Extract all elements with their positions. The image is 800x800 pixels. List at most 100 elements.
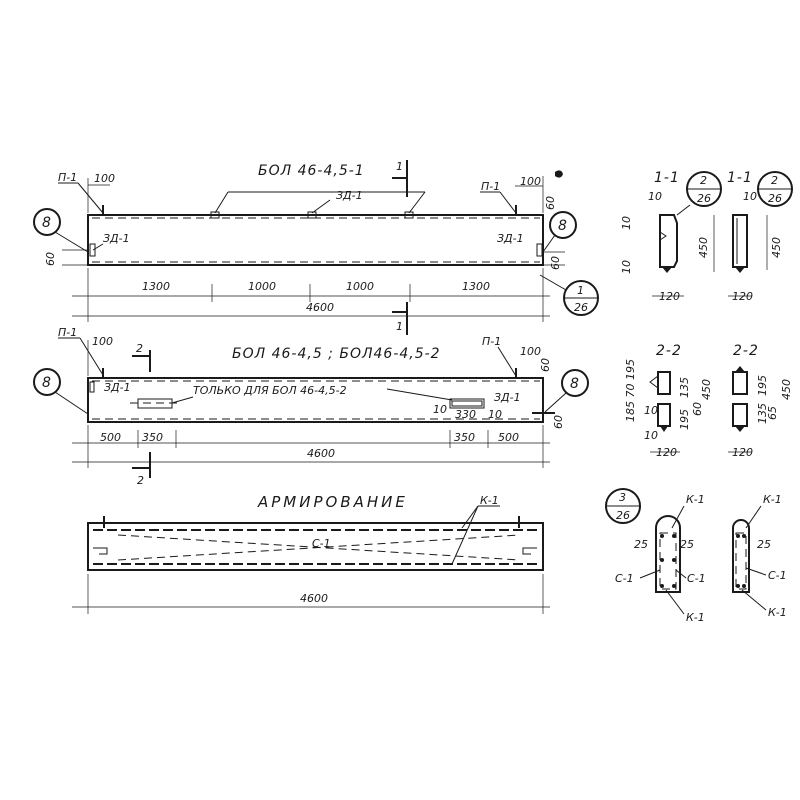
p1-left-leader — [77, 182, 104, 214]
only-for-note: ТОЛЬКО ДЛЯ БОЛ 46-4,5-2 — [193, 384, 347, 397]
sec22-plate-b — [735, 426, 745, 432]
sec3-k1-b: К-1 — [686, 611, 705, 624]
reinforcement-title: АРМИРОВАНИЕ — [257, 493, 408, 511]
callout-leader — [539, 274, 567, 291]
section-1-1: 1-1 1-1 2 26 2 26 10 10 10 450 120 10 45… — [620, 170, 793, 303]
sec11-w120-a: 120 — [659, 290, 680, 303]
rebar-dot — [742, 584, 746, 588]
dim-60-right-bottom: 60 — [549, 256, 562, 270]
dim-350-right: 350 — [454, 431, 475, 444]
top-beam-title: БОЛ 46-4,5-1 — [258, 163, 365, 179]
dim-60-left: 60 — [44, 252, 57, 266]
zd1-leader-1 — [214, 191, 229, 214]
section-ref-1-sheet: 26 — [574, 301, 588, 314]
section-3: 3 26 К-1 25 25 С-1 С-1 К-1 К-1 25 С-1 К-… — [605, 488, 787, 624]
hook-right — [522, 547, 537, 555]
sec22-d65-b: 65 — [766, 406, 779, 420]
callout-leader — [54, 231, 89, 253]
reinf-beam-outline — [87, 522, 544, 571]
mid-dim-4600: 4600 — [307, 447, 335, 460]
sec22-d10-b: 10 — [644, 429, 658, 442]
mid-dim-100-right: 100 — [520, 345, 541, 358]
sec11-h450-a: 450 — [697, 237, 710, 258]
sec11-ref-b-sheet: 26 — [768, 192, 782, 205]
p1-leader — [497, 346, 517, 377]
sec11-profile-a — [659, 214, 678, 268]
p1-left-label: П-1 — [58, 171, 77, 184]
rebar-dot — [672, 584, 676, 588]
c1-leader — [675, 569, 687, 579]
zd1-left-label: ЗД-1 — [103, 232, 130, 245]
sec3-d25-b: 25 — [680, 538, 694, 551]
dim-1000-a: 1000 — [248, 280, 276, 293]
mid-zd1-left: ЗД-1 — [104, 381, 131, 394]
sec3-stirrup-b — [735, 532, 747, 590]
dim-60-right-top: 60 — [544, 196, 557, 210]
mid-callout-8-left-text: 8 — [42, 375, 52, 391]
sec11-d10-top: 10 — [648, 190, 662, 203]
cut-mark-num-top: 1 — [396, 160, 403, 173]
dim-1300-right: 1300 — [462, 280, 490, 293]
sec3-c1-c: С-1 — [768, 569, 787, 582]
rebar-dot — [660, 584, 664, 588]
mid-p1-right-label: П-1 — [482, 335, 501, 348]
dim-500-right: 500 — [498, 431, 519, 444]
reinforcement-view: АРМИРОВАНИЕ С-1 К-1 4600 — [72, 493, 550, 614]
sec11-ref-b-num: 2 — [771, 174, 778, 187]
sec3-c1-a: С-1 — [615, 572, 634, 585]
k1-leader-a — [461, 505, 479, 529]
callout-leader — [54, 391, 89, 415]
callout-8-right-text: 8 — [558, 218, 568, 234]
sec22-lower-b — [732, 403, 748, 427]
sec22-title-a: 2-2 — [656, 343, 682, 359]
mid-dim-100: 100 — [92, 335, 113, 348]
mid-p1-left-label: П-1 — [58, 326, 77, 339]
mid-zd1-right: ЗД-1 — [494, 391, 521, 404]
sec22-d120-b: 120 — [732, 446, 753, 459]
mark-blot — [555, 170, 563, 178]
callout-leader — [542, 234, 556, 253]
section-ref-1-num: 1 — [577, 284, 584, 297]
sec11-leader-a — [676, 204, 691, 216]
middle-beam-body — [87, 377, 544, 423]
cut2-num-bottom: 2 — [137, 474, 144, 487]
dim-4600-top: 4600 — [306, 301, 334, 314]
k1-leader — [745, 505, 762, 529]
sec3-k1-d: К-1 — [768, 606, 787, 619]
sec11-profile-b — [732, 214, 748, 268]
reinf-k1-label: К-1 — [480, 494, 499, 507]
sec22-title-b: 2-2 — [733, 343, 759, 359]
sec11-bottom-plate-a — [662, 267, 672, 273]
sec3-d25-a: 25 — [634, 538, 648, 551]
dim-1000-b: 1000 — [346, 280, 374, 293]
sec22-d135-b: 135 — [756, 403, 769, 424]
note-leader-right — [386, 388, 453, 401]
p1-leader — [79, 337, 104, 376]
sec3-k1-c: К-1 — [763, 493, 782, 506]
callout-8-right — [549, 211, 577, 239]
dim-10-b: 10 — [488, 408, 502, 421]
sec3-ref-sheet: 26 — [616, 509, 630, 522]
middle-beam-title: БОЛ 46-4,5 ; БОЛ46-4,5-2 — [232, 346, 441, 362]
sec22-d135-a: 135 — [678, 377, 691, 398]
dim-100-right: 100 — [520, 175, 541, 188]
embed-plate-2 — [307, 211, 317, 219]
mid-callout-8-right — [561, 369, 589, 397]
sec3-d25-c: 25 — [757, 538, 771, 551]
embed-plate-1 — [210, 211, 220, 219]
sec3-profile-a — [655, 515, 681, 593]
sec22-d60-a: 60 — [691, 402, 704, 416]
callout-leader — [544, 392, 567, 413]
callout-8-left-text: 8 — [42, 215, 52, 231]
mid-callout-8-right-text: 8 — [570, 376, 580, 392]
sec11-title-a: 1-1 — [654, 170, 680, 186]
rebar-dot — [736, 584, 740, 588]
k1-leader-b — [451, 505, 479, 565]
sec3-stirrup-a — [659, 532, 677, 590]
mid-dim-60-right: 60 — [552, 415, 565, 429]
sec22-stack-a: 185 70 195 — [624, 359, 637, 422]
sec11-h450-b: 450 — [770, 237, 783, 258]
reinf-c1-label: С-1 — [312, 537, 331, 550]
hook-left — [93, 547, 108, 555]
rebar-dot — [660, 558, 664, 562]
